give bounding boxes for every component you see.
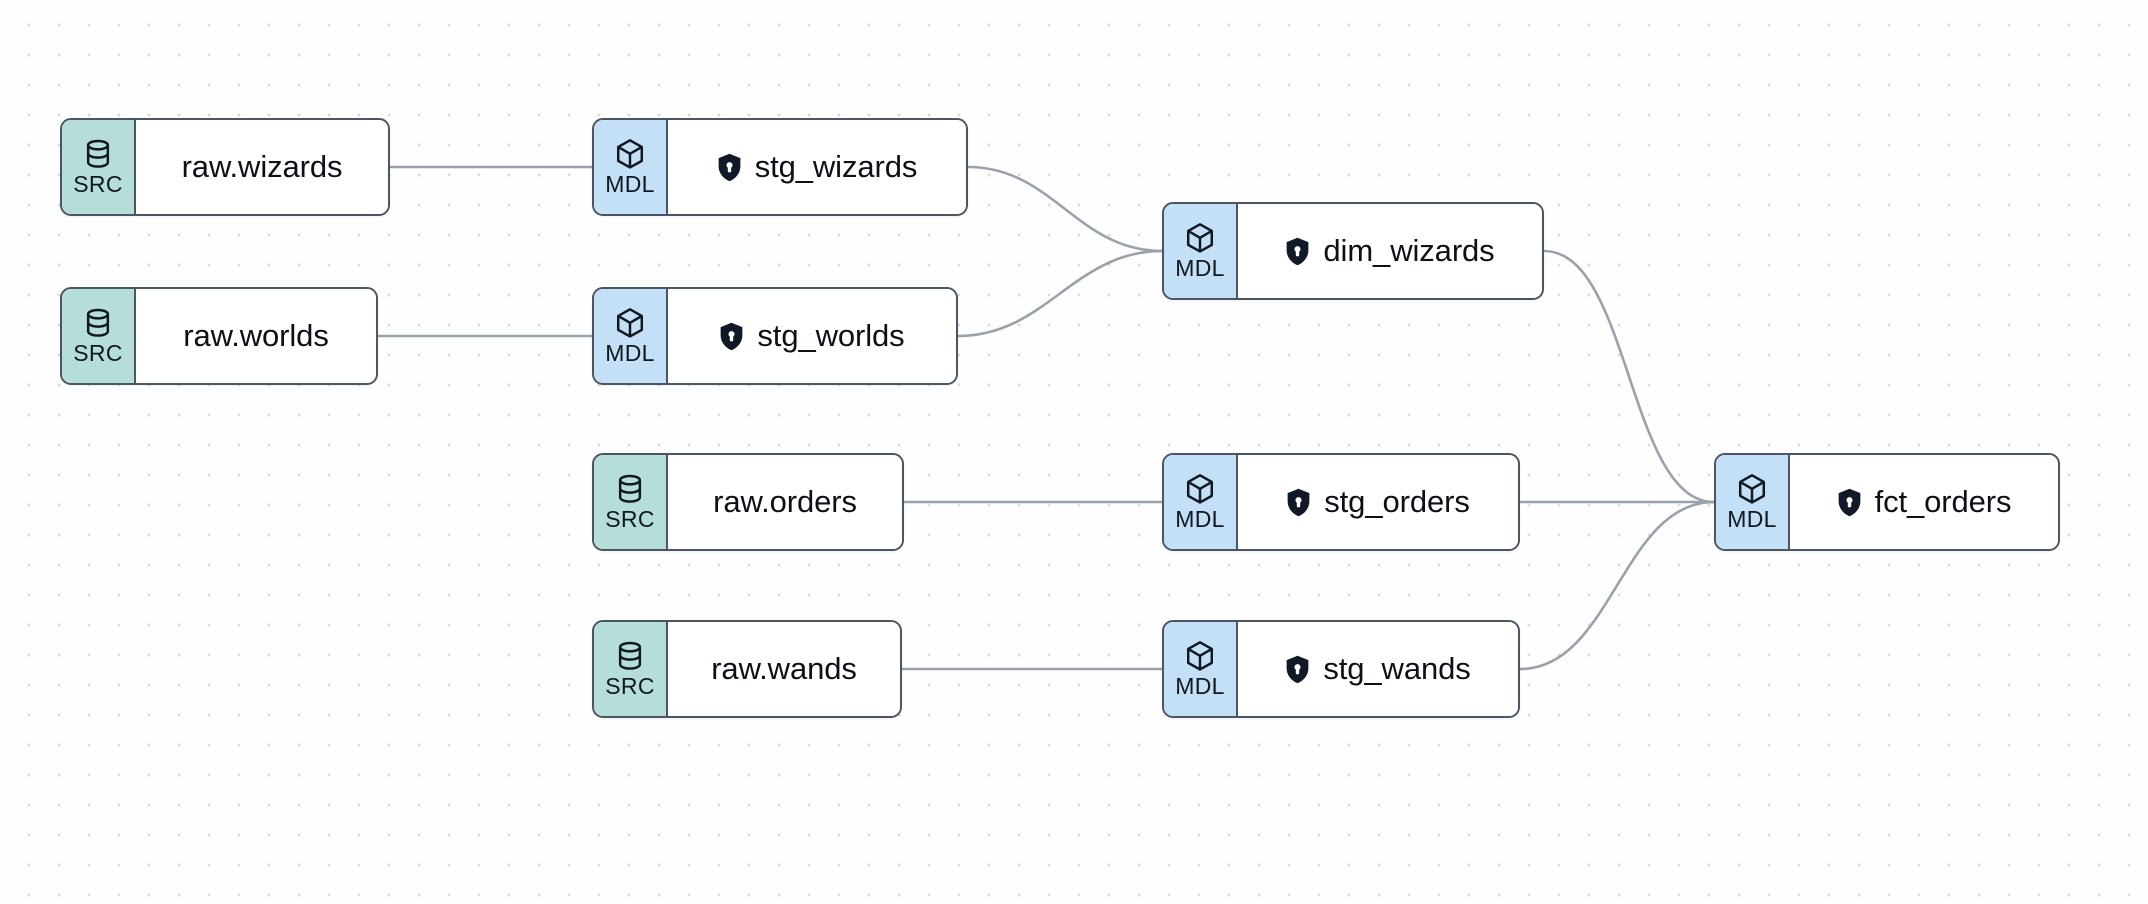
node-label: stg_wands <box>1323 651 1471 686</box>
node-stg-wizards[interactable]: MDL stg_wizards <box>592 118 968 216</box>
node-label: raw.wands <box>711 651 857 686</box>
node-stg-worlds[interactable]: MDL stg_worlds <box>592 287 958 385</box>
node-badge-label: MDL <box>1727 506 1777 532</box>
shield-lock-icon <box>1285 655 1310 684</box>
database-icon <box>615 474 645 506</box>
node-body: fct_orders <box>1790 455 2058 549</box>
node-badge-src: SRC <box>62 289 136 383</box>
cube-icon <box>1184 473 1216 506</box>
node-raw-orders[interactable]: SRC raw.orders <box>592 453 904 551</box>
node-stg-orders[interactable]: MDL stg_orders <box>1162 453 1520 551</box>
shield-lock-icon <box>1285 237 1310 266</box>
edge-stg-wizards-to-dim-wizards <box>966 165 1164 253</box>
node-badge-label: MDL <box>605 340 655 366</box>
node-label: stg_wizards <box>754 149 918 184</box>
node-label: fct_orders <box>1874 484 2012 519</box>
node-badge-mdl: MDL <box>1164 455 1238 549</box>
node-label: raw.orders <box>713 484 857 519</box>
node-badge-label: MDL <box>1175 673 1225 699</box>
node-label: raw.worlds <box>183 318 329 353</box>
node-badge-label: SRC <box>73 170 123 197</box>
edge-dim-wizards-to-fct-orders <box>1542 249 1716 504</box>
node-badge-label: MDL <box>1175 506 1225 532</box>
node-badge-mdl: MDL <box>594 120 668 214</box>
node-badge-mdl: MDL <box>1716 455 1790 549</box>
node-raw-wands[interactable]: SRC raw.wands <box>592 620 902 718</box>
node-badge-label: SRC <box>73 339 123 366</box>
database-icon <box>83 308 113 340</box>
shield-lock-icon <box>719 322 744 351</box>
node-badge-label: SRC <box>605 672 655 699</box>
node-badge-src: SRC <box>594 622 668 716</box>
node-badge-label: MDL <box>1175 255 1225 281</box>
node-badge-mdl: MDL <box>1164 204 1238 298</box>
node-raw-wizards[interactable]: SRC raw.wizards <box>60 118 390 216</box>
database-icon <box>615 641 645 673</box>
node-body: stg_wands <box>1238 622 1518 716</box>
node-label: stg_orders <box>1324 484 1470 519</box>
cube-icon <box>614 307 646 340</box>
node-label: dim_wizards <box>1323 233 1495 268</box>
node-body: dim_wizards <box>1238 204 1542 298</box>
database-icon <box>83 139 113 171</box>
node-raw-worlds[interactable]: SRC raw.worlds <box>60 287 378 385</box>
edge-stg-wands-to-fct-orders <box>1518 500 1716 671</box>
node-body: raw.wands <box>668 622 900 716</box>
node-dim-wizards[interactable]: MDL dim_wizards <box>1162 202 1544 300</box>
cube-icon <box>1184 640 1216 673</box>
node-body: raw.worlds <box>136 289 376 383</box>
node-label: stg_worlds <box>757 318 905 353</box>
node-body: raw.orders <box>668 455 902 549</box>
node-badge-src: SRC <box>594 455 668 549</box>
shield-lock-icon <box>1286 488 1311 517</box>
node-badge-label: SRC <box>605 505 655 532</box>
node-badge-mdl: MDL <box>594 289 668 383</box>
cube-icon <box>1184 222 1216 255</box>
cube-icon <box>614 138 646 171</box>
node-badge-mdl: MDL <box>1164 622 1238 716</box>
cube-icon <box>1736 473 1768 506</box>
shield-lock-icon <box>1837 488 1862 517</box>
shield-lock-icon <box>717 153 742 182</box>
node-stg-wands[interactable]: MDL stg_wands <box>1162 620 1520 718</box>
node-body: stg_orders <box>1238 455 1518 549</box>
node-badge-src: SRC <box>62 120 136 214</box>
edge-stg-worlds-to-dim-wizards <box>956 249 1164 338</box>
node-body: raw.wizards <box>136 120 388 214</box>
node-fct-orders[interactable]: MDL fct_orders <box>1714 453 2060 551</box>
node-label: raw.wizards <box>181 149 343 184</box>
node-body: stg_worlds <box>668 289 956 383</box>
node-body: stg_wizards <box>668 120 966 214</box>
node-badge-label: MDL <box>605 171 655 197</box>
